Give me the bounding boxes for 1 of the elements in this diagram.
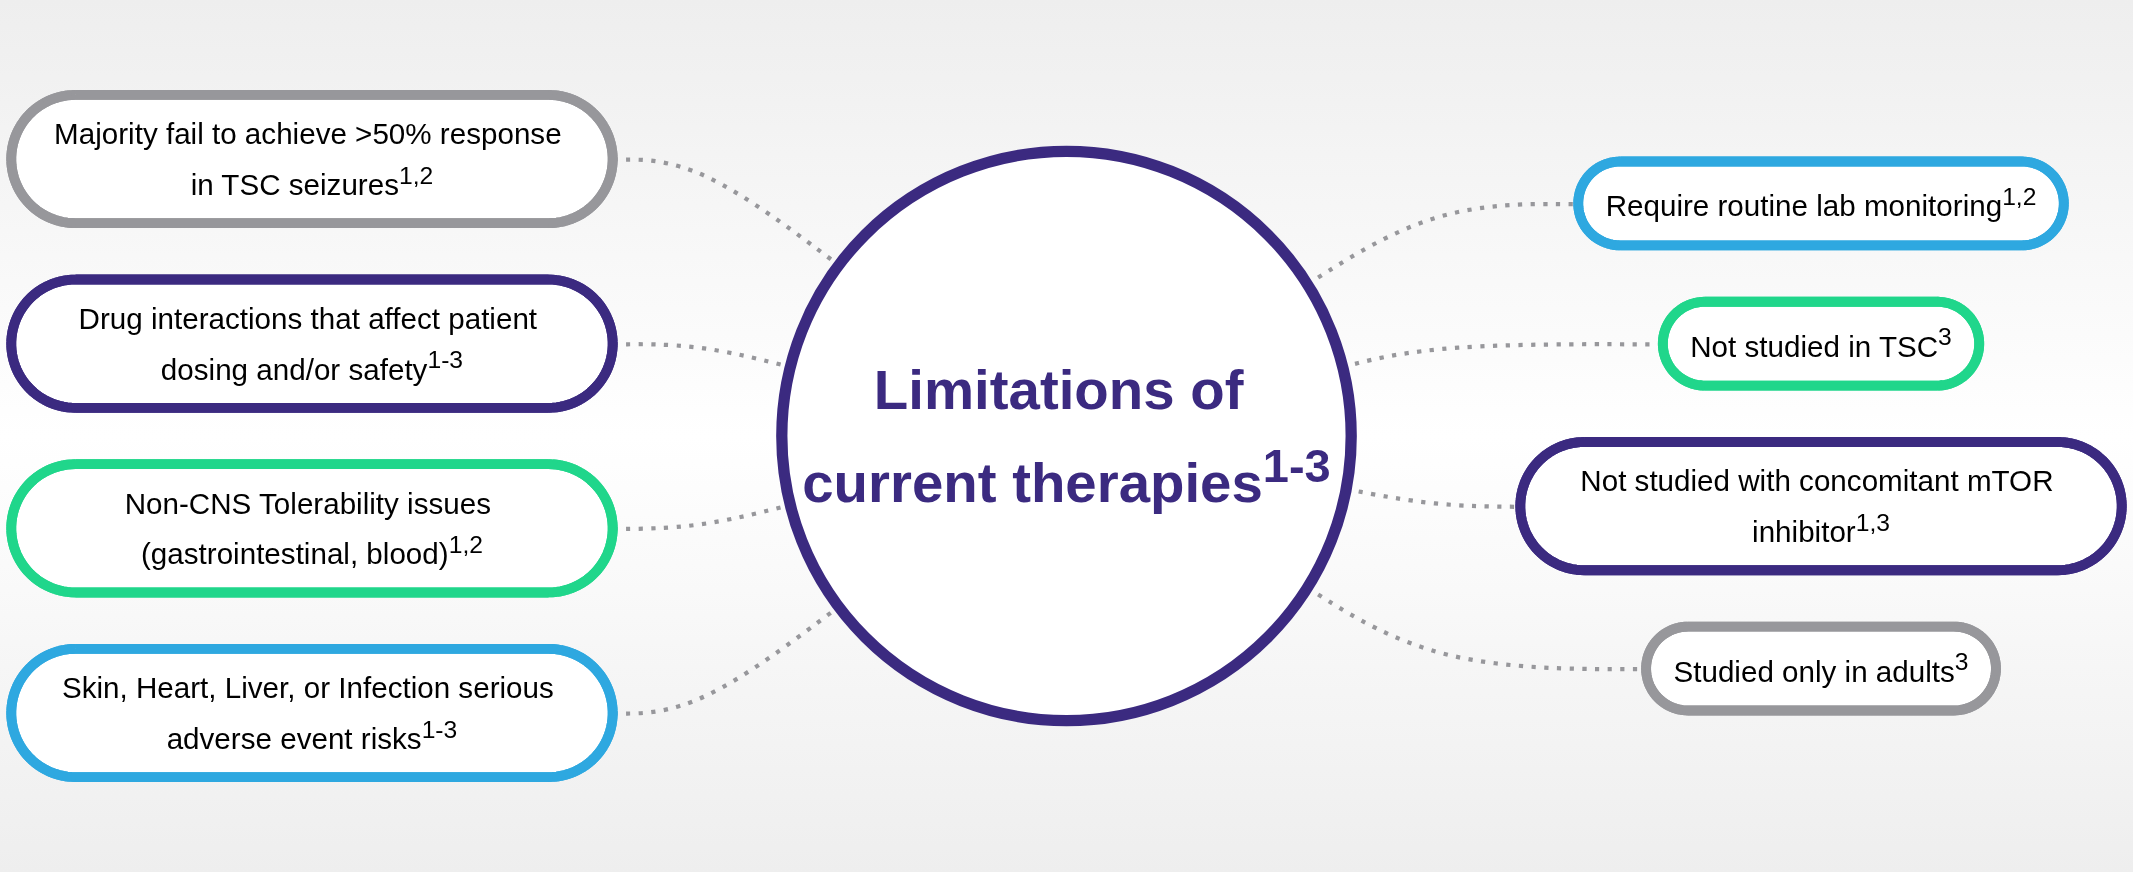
node-circle: Limitations of current therapies$^{1-3}$ <box>776 145 1357 727</box>
